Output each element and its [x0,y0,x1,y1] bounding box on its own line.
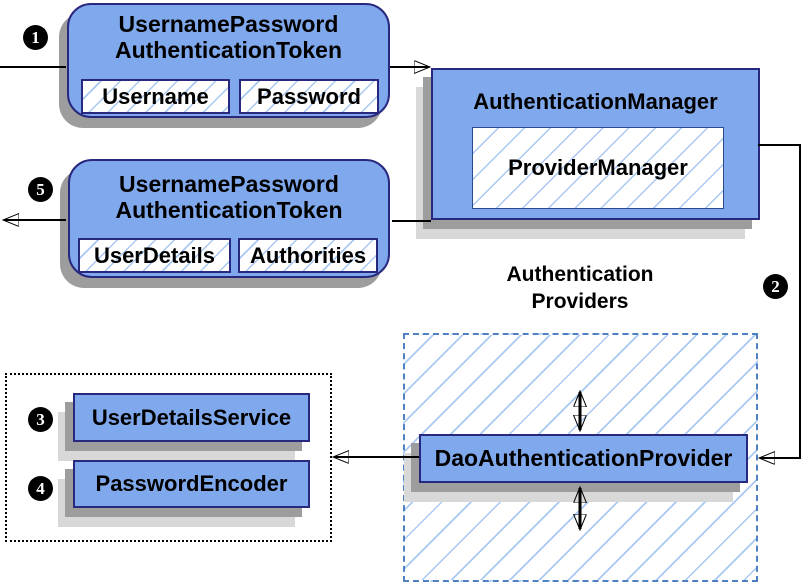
dao-authentication-provider-node: DaoAuthenticationProvider [419,434,748,483]
provider-manager-label: ProviderManager [508,155,688,180]
password-encoder-node: PasswordEncoder [73,460,310,508]
providers-group-title-line2: Providers [531,290,629,313]
providers-group-title: Authentication Providers [455,261,705,315]
step-1-badge: 1 [23,25,48,50]
manager-to-dao-connector [758,144,801,458]
user-details-service-node: UserDetailsService [73,393,310,442]
step-1-number: 1 [31,27,40,47]
step-3-badge: 3 [28,407,53,432]
password-field-label: Password [257,83,361,109]
username-field-label: Username [102,83,209,109]
step-5-badge: 5 [28,177,53,202]
request-token-node: UsernamePassword AuthenticationToken Use… [67,3,390,118]
userdetails-field-label: UserDetails [93,242,216,268]
result-token-title-line1: UsernamePassword [119,171,339,197]
result-token-node: UsernamePassword AuthenticationToken Use… [68,159,390,278]
provider-manager-node: ProviderManager [472,127,724,209]
providers-group-title-line1: Authentication [506,263,654,286]
request-token-title: UsernamePassword AuthenticationToken [69,11,388,63]
authorities-field-chip: Authorities [238,238,378,273]
step-2-number: 2 [771,276,780,296]
step-4-badge: 4 [28,476,53,501]
authentication-manager-node: AuthenticationManager ProviderManager [431,68,760,220]
step-2-badge: 2 [763,274,788,299]
authentication-manager-title: AuthenticationManager [473,89,718,114]
step-5-number: 5 [36,179,45,199]
result-token-title: UsernamePassword AuthenticationToken [70,171,388,223]
authorities-field-label: Authorities [249,242,367,268]
user-details-service-label: UserDetailsService [91,404,292,430]
result-token-title-line2: AuthenticationToken [115,197,343,223]
dao-authentication-provider-label: DaoAuthenticationProvider [434,445,733,471]
request-token-title-line1: UsernamePassword [118,11,339,37]
username-field-chip: Username [81,79,230,114]
password-encoder-label: PasswordEncoder [95,471,288,496]
step-4-number: 4 [36,478,45,498]
userdetails-field-chip: UserDetails [78,238,231,273]
request-token-title-line2: AuthenticationToken [114,37,342,63]
beans-group-box [5,373,332,542]
password-field-chip: Password [239,79,379,114]
step-3-number: 3 [36,409,45,429]
